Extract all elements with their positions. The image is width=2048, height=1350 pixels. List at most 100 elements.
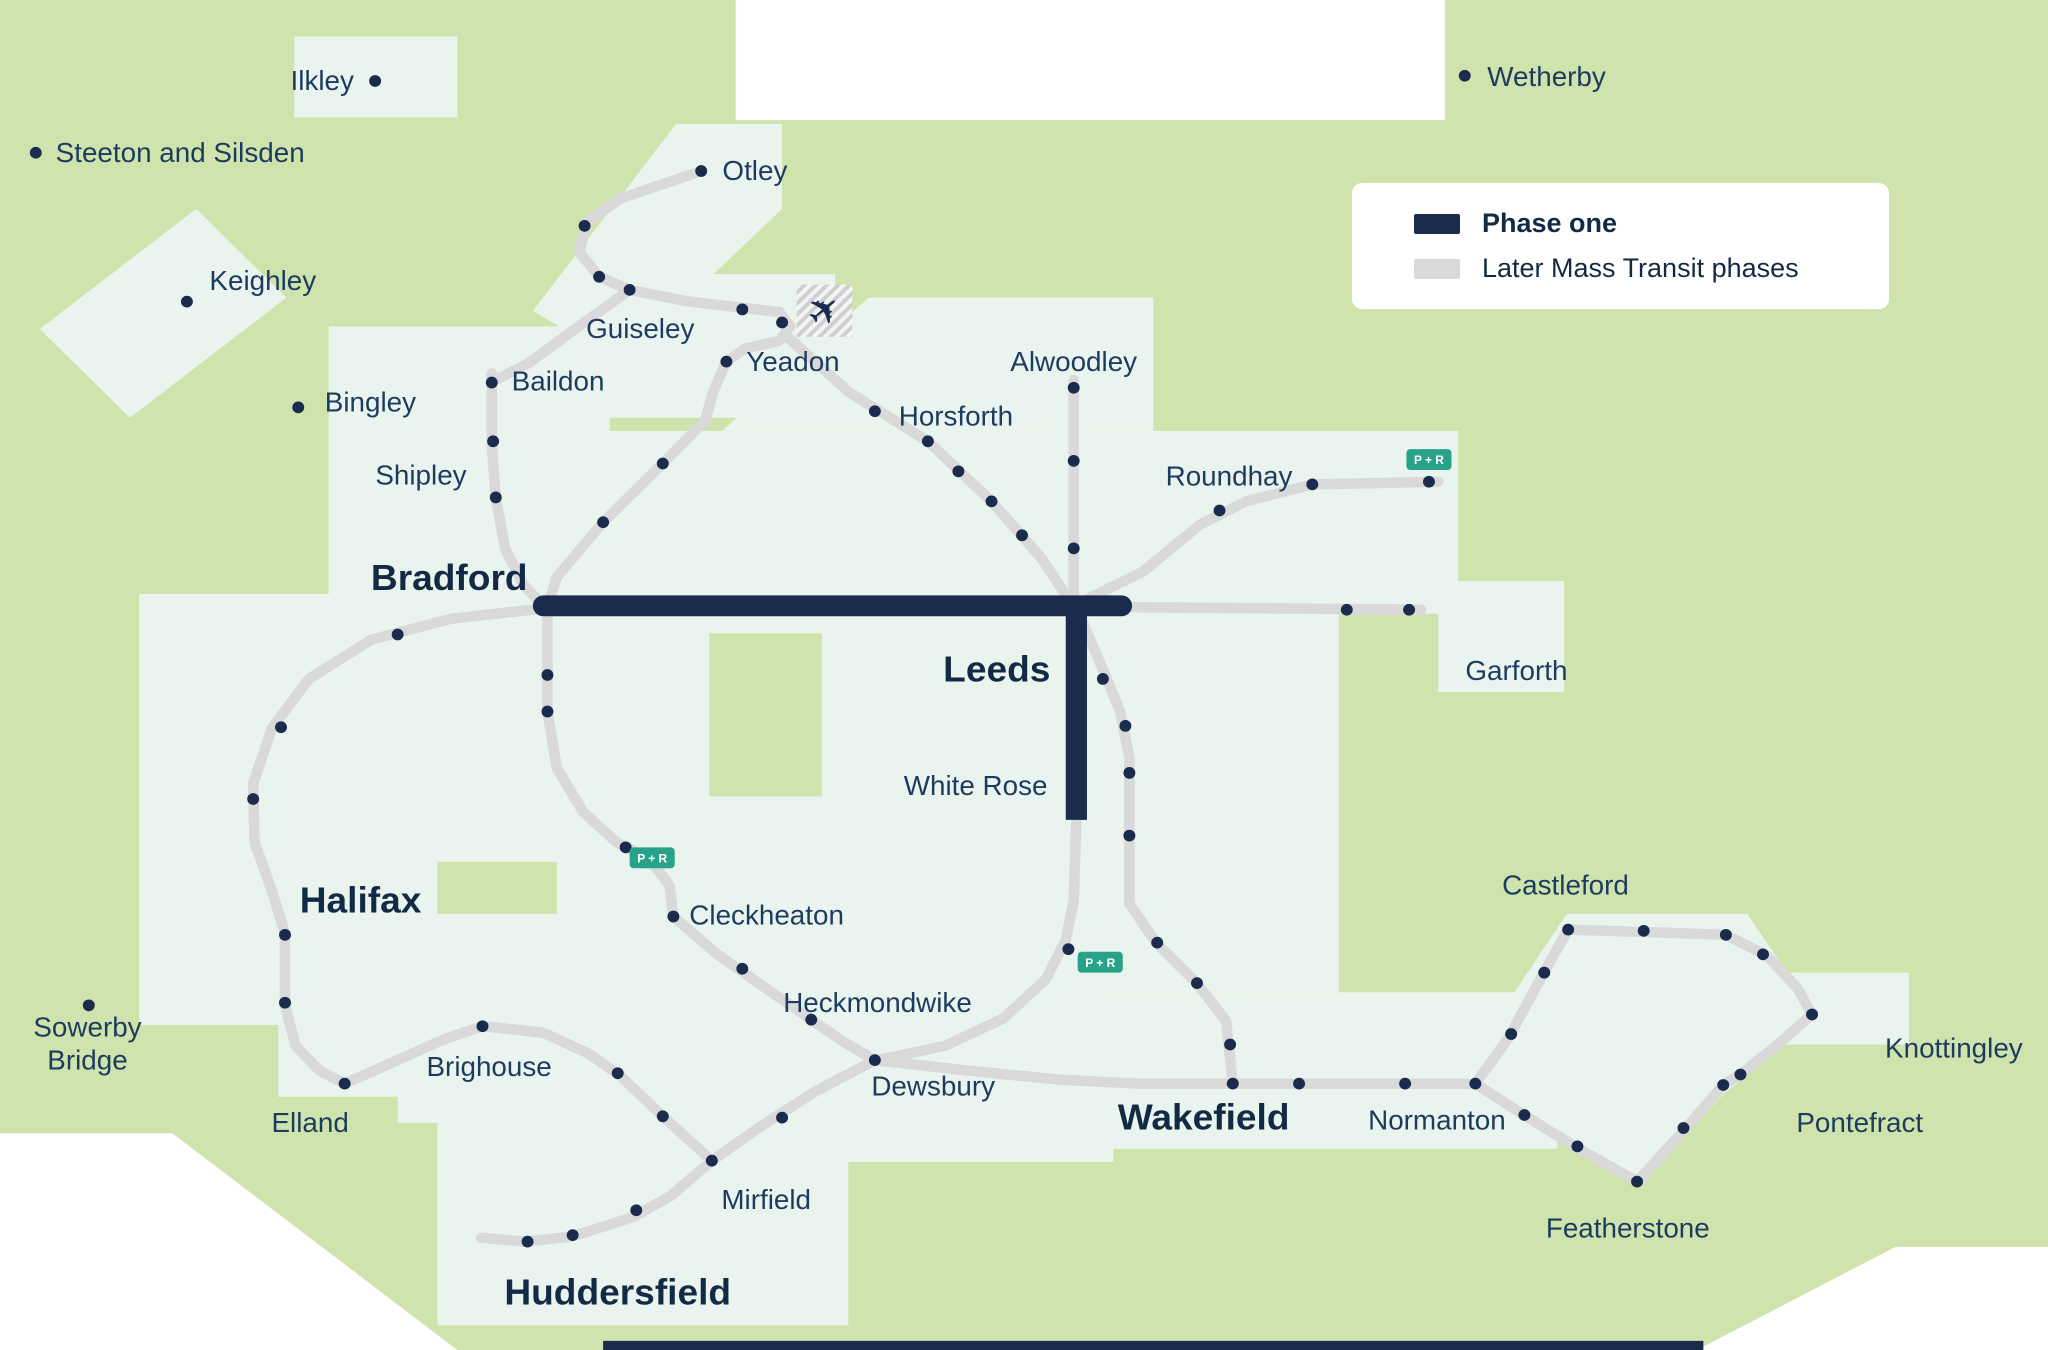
city-label: Wakefield xyxy=(1118,1097,1290,1138)
transit-line-later xyxy=(1118,601,1427,615)
station-dot xyxy=(541,705,554,718)
transit-line-later xyxy=(1562,924,1818,1020)
station-label: Normanton xyxy=(1368,1105,1506,1136)
station-label: Brighouse xyxy=(427,1051,552,1082)
map-built-up-area xyxy=(1153,430,1459,614)
station-dot xyxy=(1719,928,1732,941)
station-dot xyxy=(1677,1122,1690,1134)
map-built-up-area xyxy=(397,913,624,1123)
station-label: Bingley xyxy=(325,386,416,417)
bottom-accent-bar xyxy=(603,1340,1704,1350)
park-and-ride-badge: P + R xyxy=(1077,951,1123,973)
station-dot xyxy=(485,376,498,389)
transit-line-later xyxy=(339,1020,718,1166)
station-dot xyxy=(656,457,669,470)
station-dot xyxy=(1151,936,1164,949)
airport-hatch xyxy=(796,284,853,337)
station-dot xyxy=(476,1020,489,1033)
station-dot xyxy=(695,165,708,177)
station-dot xyxy=(1562,923,1575,936)
station-label: Cleckheaton xyxy=(689,900,844,931)
station-dot xyxy=(487,435,500,448)
map-water-edge xyxy=(735,0,1445,121)
station-dot xyxy=(1518,1109,1531,1121)
station-label: Featherstone xyxy=(1546,1213,1710,1244)
station-dot xyxy=(805,1013,818,1026)
city-label: Leeds xyxy=(943,649,1050,690)
transit-line-later xyxy=(486,368,549,612)
park-and-ride-bg xyxy=(1077,951,1123,973)
station-dot xyxy=(292,401,305,414)
station-dot xyxy=(1458,69,1471,82)
station-dot xyxy=(1637,925,1650,937)
station-dot xyxy=(1213,504,1226,517)
park-and-ride-badge: P + R xyxy=(629,847,675,869)
station-label: Ilkley xyxy=(291,65,355,96)
station-dot xyxy=(1306,478,1319,491)
transit-line-later xyxy=(1717,1009,1818,1091)
station-dot xyxy=(180,295,193,308)
map-green-patch xyxy=(709,633,822,797)
transit-line-later xyxy=(475,1155,718,1247)
station-dot xyxy=(1119,720,1132,732)
legend-item-later-phases: Later Mass Transit phases xyxy=(1414,253,1861,284)
map-built-up-area xyxy=(532,124,783,363)
station-dot xyxy=(1734,1068,1747,1081)
station-label: Roundhay xyxy=(1166,461,1293,492)
station-dot xyxy=(1505,1028,1518,1040)
station-dot xyxy=(521,1235,534,1248)
transit-line-later xyxy=(487,284,635,387)
station-dot xyxy=(1224,1038,1237,1051)
station-dot xyxy=(630,1204,643,1217)
station-dot xyxy=(369,75,382,87)
station-dot xyxy=(1191,977,1203,989)
transit-line-later xyxy=(1470,924,1574,1089)
station-label: Horsforth xyxy=(899,401,1013,432)
station-dot xyxy=(279,928,291,941)
map-built-up-area xyxy=(556,731,1114,1162)
station-label: Heckmondwike xyxy=(783,987,972,1018)
station-dot xyxy=(1123,767,1136,779)
transit-line-later xyxy=(1470,1078,1643,1187)
station-dot xyxy=(391,628,404,641)
station-dot xyxy=(1399,1077,1412,1090)
city-label: Huddersfield xyxy=(504,1272,731,1313)
station-dot xyxy=(921,435,934,448)
station-dot xyxy=(1469,1077,1482,1090)
station-dot xyxy=(656,1110,669,1123)
station-label: Knottingley xyxy=(1885,1033,2023,1064)
station-dot xyxy=(1757,948,1769,961)
station-dot xyxy=(275,721,287,734)
station-dot xyxy=(247,793,260,805)
transit-line-later xyxy=(247,603,549,1089)
map-water-edge xyxy=(1696,1246,2048,1350)
station-dot xyxy=(667,910,680,923)
legend-label-phase-one: Phase one xyxy=(1482,208,1618,238)
station-dot xyxy=(736,962,749,975)
station-dot xyxy=(593,270,606,283)
transit-line-later xyxy=(668,911,881,1066)
station-dot xyxy=(489,491,502,504)
map-water-edge xyxy=(0,1133,458,1350)
station-dot xyxy=(952,465,965,478)
station-dot xyxy=(868,405,881,418)
transit-line-later xyxy=(872,813,1082,1066)
station-label: Garforth xyxy=(1465,655,1567,686)
station-dot xyxy=(1806,1008,1819,1021)
station-dot xyxy=(1422,475,1435,488)
station-dot xyxy=(1631,1175,1644,1188)
park-and-ride-badge: P + R xyxy=(1406,449,1452,471)
station-dot xyxy=(1067,381,1080,394)
station-dot xyxy=(985,495,998,508)
station-dot xyxy=(1096,673,1109,685)
park-and-ride-bg xyxy=(629,847,675,869)
station-dot xyxy=(736,303,749,316)
station-label: Guiseley xyxy=(586,313,694,344)
map-built-up-area xyxy=(1438,580,1565,692)
transit-line-later xyxy=(542,603,679,922)
station-dot xyxy=(1062,943,1075,956)
city-label: Halifax xyxy=(300,880,422,921)
station-dot xyxy=(1067,542,1080,555)
